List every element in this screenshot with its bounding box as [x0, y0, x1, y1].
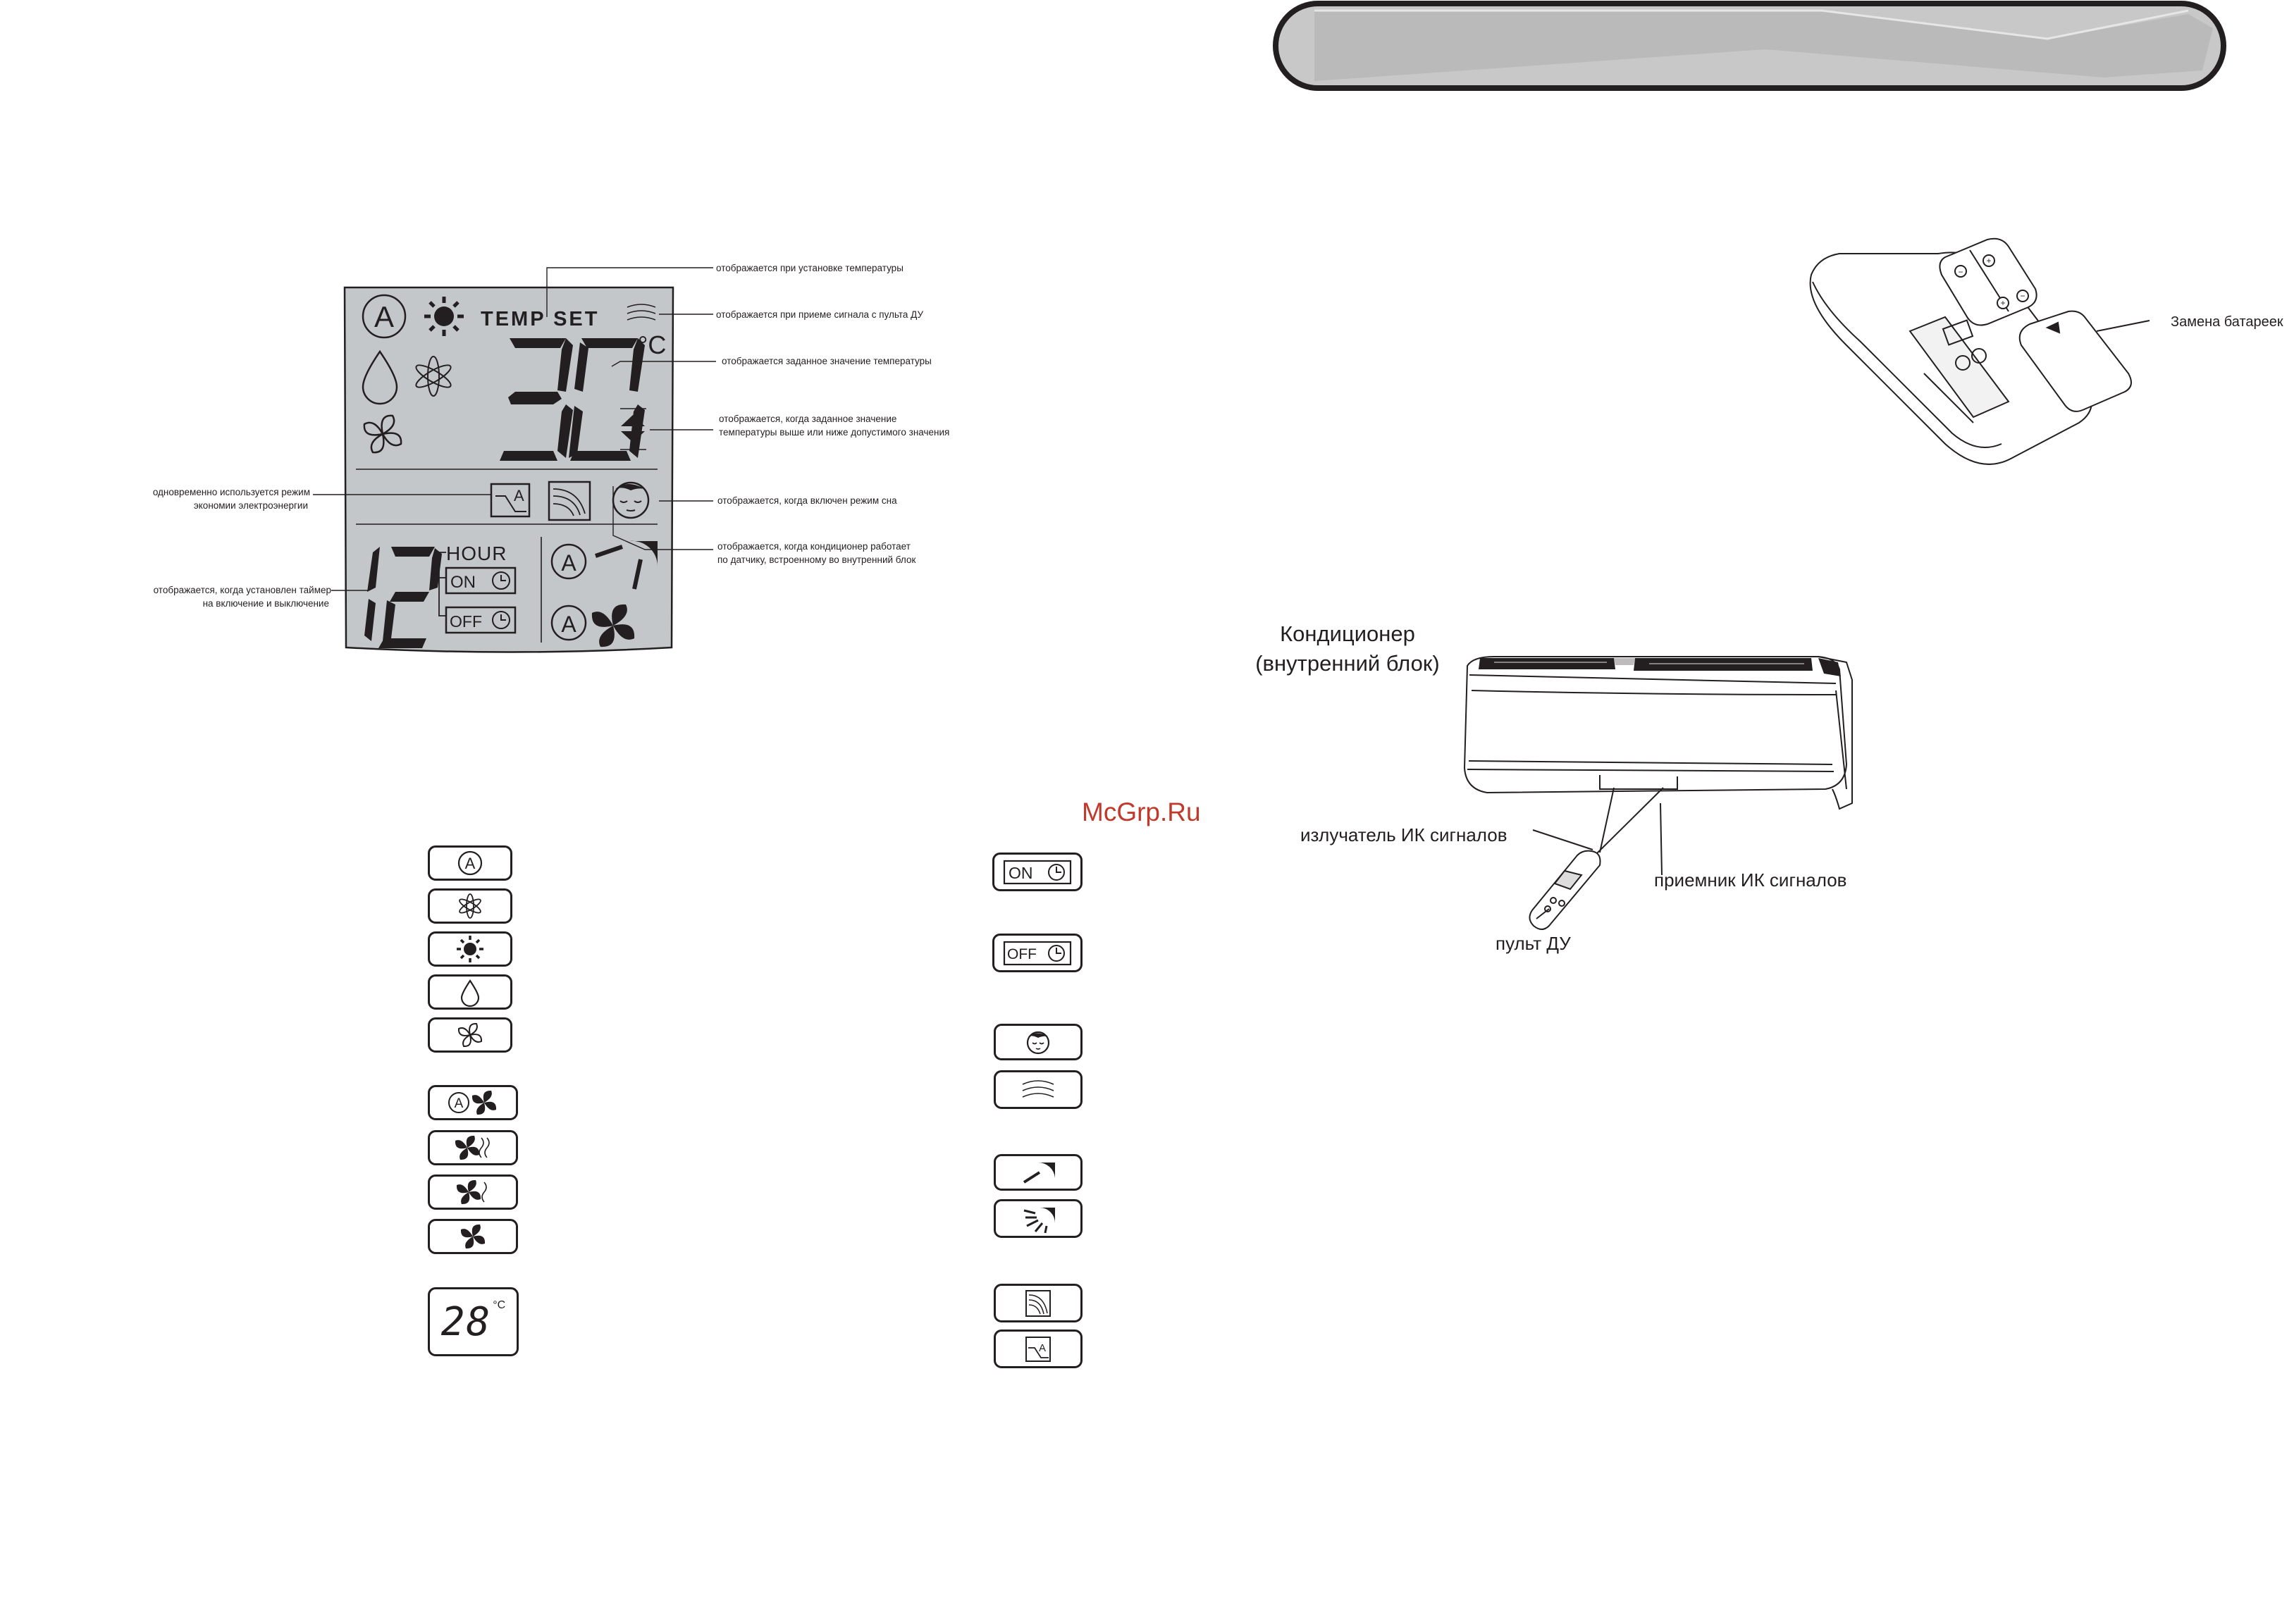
- off-timer-icon: OFF: [445, 606, 517, 634]
- unit-title-1: Кондиционер: [1280, 621, 1415, 646]
- legend-fan-high-icon: [428, 1130, 518, 1165]
- small-remote-illustration: [1529, 850, 1601, 930]
- note-limit-2: температуры выше или ниже допустимого зн…: [719, 427, 950, 438]
- note-set-temp: отображается заданное значение температу…: [722, 356, 932, 366]
- fan-mode-icon: [363, 414, 402, 454]
- legend-heat-icon: [428, 931, 512, 967]
- remote-label: пульт ДУ: [1496, 933, 1571, 954]
- legend-temp-display: 28 °C: [428, 1287, 519, 1356]
- svg-text:A: A: [465, 855, 476, 872]
- emitter-label: излучатель ИК сигналов: [1300, 824, 1507, 845]
- svg-text:+: +: [2000, 298, 2005, 308]
- legend-sleep-icon: [994, 1024, 1083, 1060]
- legend-auto-fan-icon: A: [428, 1085, 518, 1120]
- note-eco-2: экономии электроэнергии: [193, 500, 308, 511]
- signal-waves-icon: [627, 304, 656, 321]
- annotation-leaders: [313, 267, 716, 591]
- legend-auto-icon: A: [428, 845, 512, 881]
- legend-signal-icon: [994, 1070, 1083, 1109]
- auto-swing-icon: A: [550, 540, 658, 590]
- legend-dry-icon: [428, 974, 512, 1010]
- svg-text:ON: ON: [1009, 864, 1033, 882]
- legend-swing-fixed-icon: [994, 1154, 1083, 1191]
- svg-text:A: A: [561, 612, 576, 637]
- note-limit-1: отображается, когда заданное значение: [719, 414, 897, 424]
- svg-text:A: A: [1039, 1342, 1046, 1354]
- legend-sensor-icon: [994, 1284, 1083, 1322]
- header-bar: [1273, 1, 2226, 91]
- set-temperature-digits: [500, 338, 645, 461]
- svg-text:+: +: [1986, 256, 1991, 266]
- auto-mode-icon: A: [362, 294, 407, 339]
- svg-text:OFF: OFF: [1007, 946, 1037, 962]
- lcd-panel: A TEMP SET: [342, 285, 676, 655]
- legend-swing-auto-icon: [994, 1199, 1083, 1238]
- watermark: McGrp.Ru: [1082, 798, 1201, 826]
- svg-text:OFF: OFF: [450, 612, 482, 631]
- note-sensor-2: по датчику, встроенному во внутренний бл…: [717, 554, 916, 565]
- on-timer-icon: ON: [445, 566, 517, 595]
- note-timer-1: отображается, когда установлен таймер: [153, 585, 331, 595]
- svg-text:A: A: [514, 487, 524, 504]
- svg-text:A: A: [374, 300, 394, 333]
- sensor-icon: [548, 481, 591, 521]
- note-sleep: отображается, когда включен режим сна: [717, 495, 897, 506]
- eco-mode-icon: A: [490, 483, 531, 518]
- dry-drop-icon: [362, 349, 398, 405]
- cool-snowflake-icon: [415, 356, 452, 397]
- note-timer-2: на включение и выключение: [202, 598, 329, 609]
- legend-cool-icon: [428, 888, 512, 924]
- legend-off-timer-icon: OFF: [992, 934, 1083, 972]
- hour-label: HOUR: [446, 543, 507, 564]
- note-sensor-1: отображается, когда кондиционер работает: [717, 541, 911, 552]
- svg-text:A: A: [561, 550, 576, 576]
- receiver-label: приемник ИК сигналов: [1654, 869, 1847, 891]
- auto-fan-icon: A: [550, 604, 635, 647]
- note-temp-set: отображается при установке температуры: [716, 263, 904, 273]
- svg-text:−: −: [2020, 291, 2025, 301]
- svg-text:−: −: [1958, 267, 1963, 277]
- legend-fan-mid-icon: [428, 1174, 518, 1210]
- lcd-panel-drawing: A TEMP SET: [343, 286, 674, 653]
- unit-title-2: (внутренний блок): [1255, 651, 1440, 676]
- svg-text:ON: ON: [450, 573, 476, 592]
- unit-celsius: °C: [638, 330, 666, 359]
- remote-battery-illustration: − + + −: [1809, 237, 2150, 465]
- legend-eco-icon: A: [994, 1329, 1083, 1368]
- temp-set-label: TEMP SET: [481, 308, 600, 330]
- battery-caption: Замена батареек: [2171, 314, 2283, 330]
- note-signal: отображается при приеме сигнала с пульта…: [716, 309, 924, 320]
- limit-arrows-icon: [620, 408, 646, 450]
- legend-on-timer-icon: ON: [992, 853, 1083, 891]
- indoor-unit-illustration: [1463, 656, 1853, 810]
- svg-text:A: A: [455, 1096, 464, 1111]
- legend-fan-icon: [428, 1017, 512, 1053]
- unit-leaders: [1532, 787, 1664, 876]
- legend-fan-low-icon: [428, 1219, 518, 1254]
- heat-sun-icon: [424, 297, 464, 336]
- note-eco-1: одновременно используется режим: [152, 487, 310, 497]
